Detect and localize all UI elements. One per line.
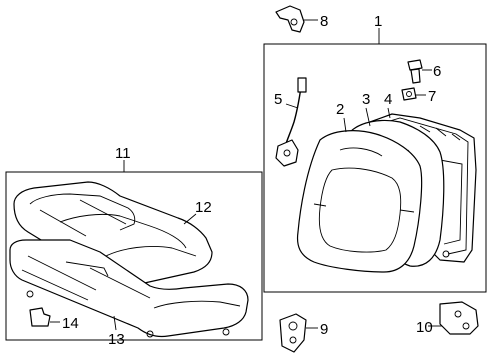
part-2-seatback-cover bbox=[296, 117, 423, 273]
part-14-clip bbox=[29, 307, 60, 327]
part-6-bolt bbox=[407, 59, 432, 84]
seat-cushion-group-box bbox=[5, 171, 263, 341]
seatback-group-box bbox=[263, 43, 487, 293]
part-8-bracket bbox=[275, 5, 318, 33]
callout-1: 1 bbox=[374, 13, 382, 30]
callout-12: 12 bbox=[195, 199, 212, 216]
callout-8: 8 bbox=[320, 13, 328, 30]
callout-5: 5 bbox=[274, 91, 282, 108]
callout-6: 6 bbox=[433, 63, 441, 80]
callout-13: 13 bbox=[108, 331, 125, 348]
callout-10: 10 bbox=[416, 319, 433, 336]
callout-11: 11 bbox=[115, 145, 131, 162]
callout-2: 2 bbox=[336, 101, 344, 118]
callout-3: 3 bbox=[362, 91, 370, 108]
part-13-cushion-pad bbox=[9, 239, 249, 338]
callout-4: 4 bbox=[384, 91, 392, 108]
callout-7: 7 bbox=[428, 88, 436, 105]
callout-14: 14 bbox=[62, 315, 79, 332]
callout-9: 9 bbox=[320, 321, 328, 338]
part-5-latch-cable bbox=[275, 77, 307, 167]
part-12-cushion-cover bbox=[13, 181, 213, 287]
part-10-latch bbox=[428, 301, 479, 335]
part-7-nut bbox=[401, 87, 426, 101]
part-9-hinge bbox=[279, 313, 318, 353]
